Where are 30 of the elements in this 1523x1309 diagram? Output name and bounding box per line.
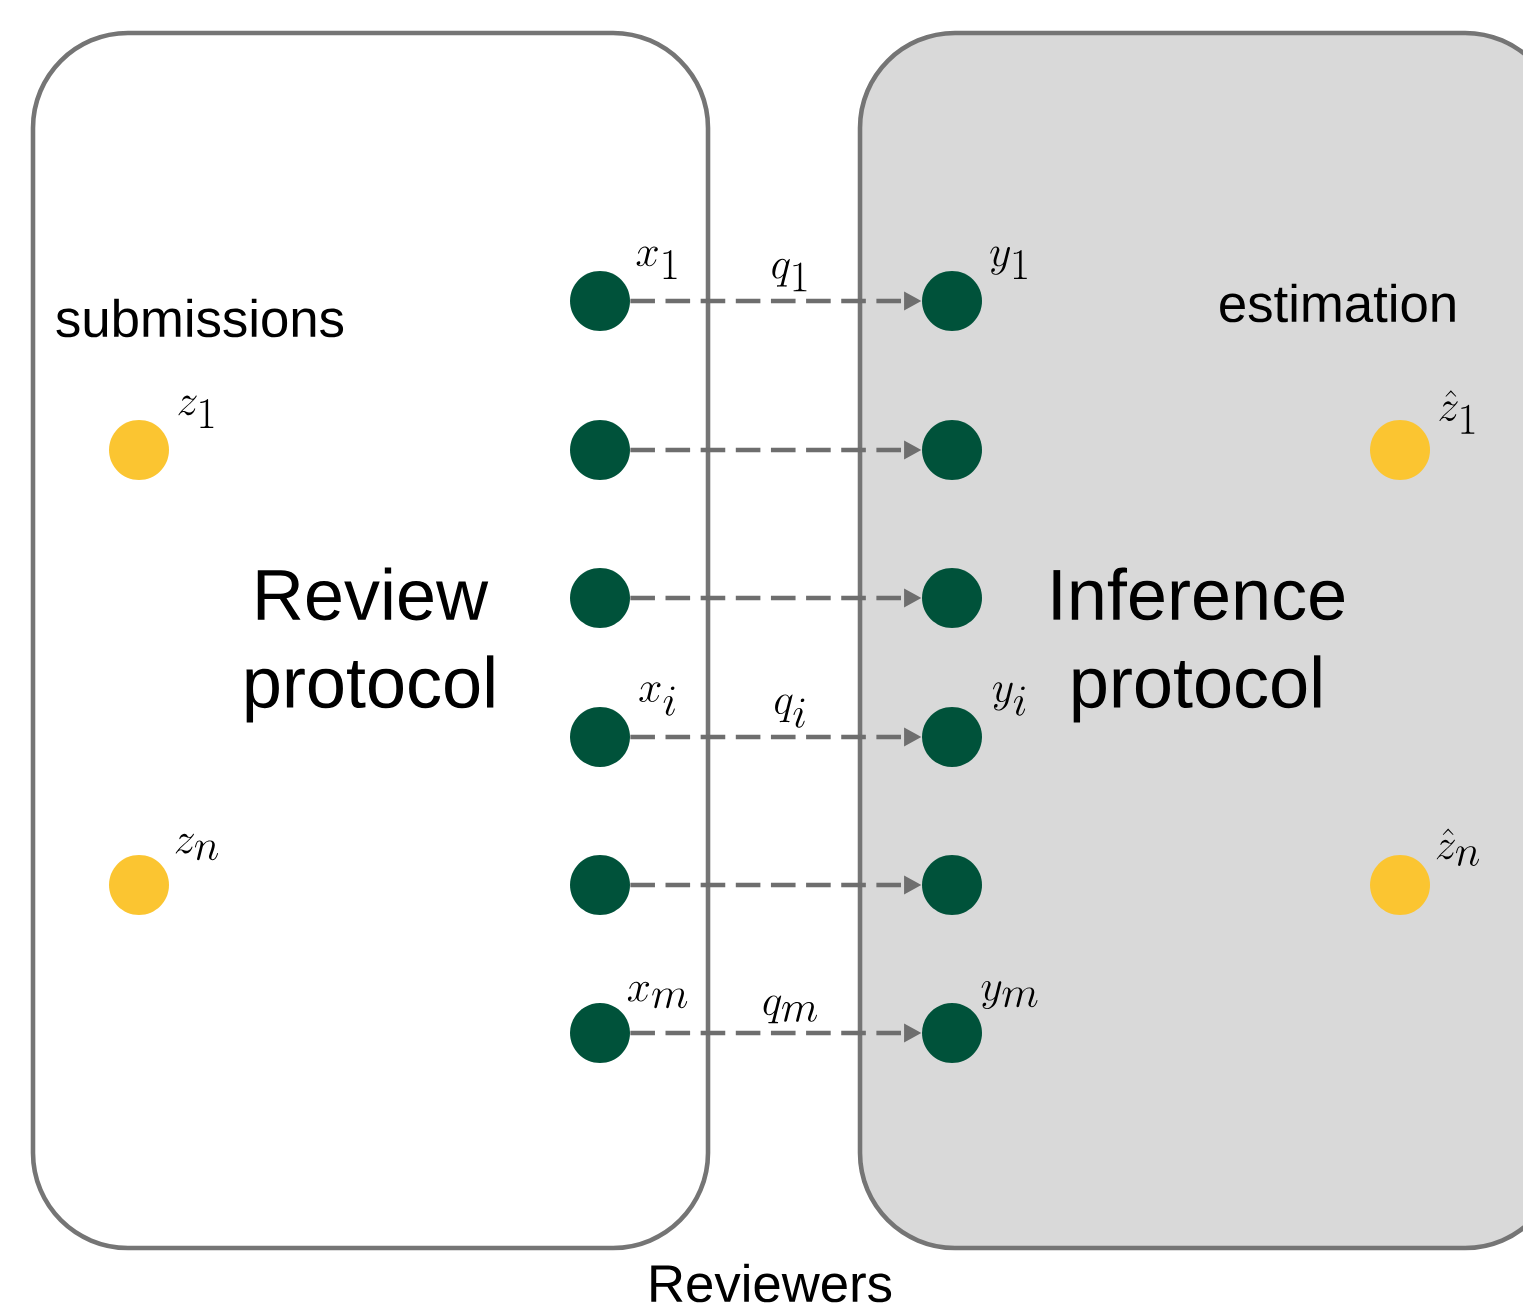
dot (922, 568, 982, 628)
dot (570, 271, 630, 331)
variable-label: $y_i$ (993, 682, 1026, 716)
dot (922, 1003, 982, 1063)
dot (1370, 855, 1430, 915)
variable-label: $y_1$ (990, 246, 1027, 279)
dot (570, 855, 630, 915)
variable-label: $\hat{z}_n$ (1436, 828, 1479, 866)
dot (109, 420, 169, 480)
dot (570, 707, 630, 767)
variable-label: $x_1$ (636, 246, 677, 279)
dot (570, 568, 630, 628)
variable-label: $x_i$ (639, 682, 675, 716)
dot (922, 707, 982, 767)
dot (109, 855, 169, 915)
edge-label: $q_m$ (763, 995, 818, 1024)
dot (922, 420, 982, 480)
axis-label: Reviewers (651, 1263, 892, 1303)
edge-label: $q_1$ (772, 258, 807, 292)
dot (1370, 420, 1430, 480)
dot (922, 855, 982, 915)
dot (922, 271, 982, 331)
dot (570, 1003, 630, 1063)
variable-label: $y_m$ (981, 980, 1038, 1010)
dot (570, 420, 630, 480)
variable-label: $\hat{z}_1$ (1439, 390, 1475, 434)
variable-label: $x_m$ (627, 981, 688, 1009)
edge-label: $q_i$ (775, 694, 805, 728)
variable-label: $z_1$ (178, 395, 214, 428)
variable-label: $z_n$ (175, 833, 218, 861)
